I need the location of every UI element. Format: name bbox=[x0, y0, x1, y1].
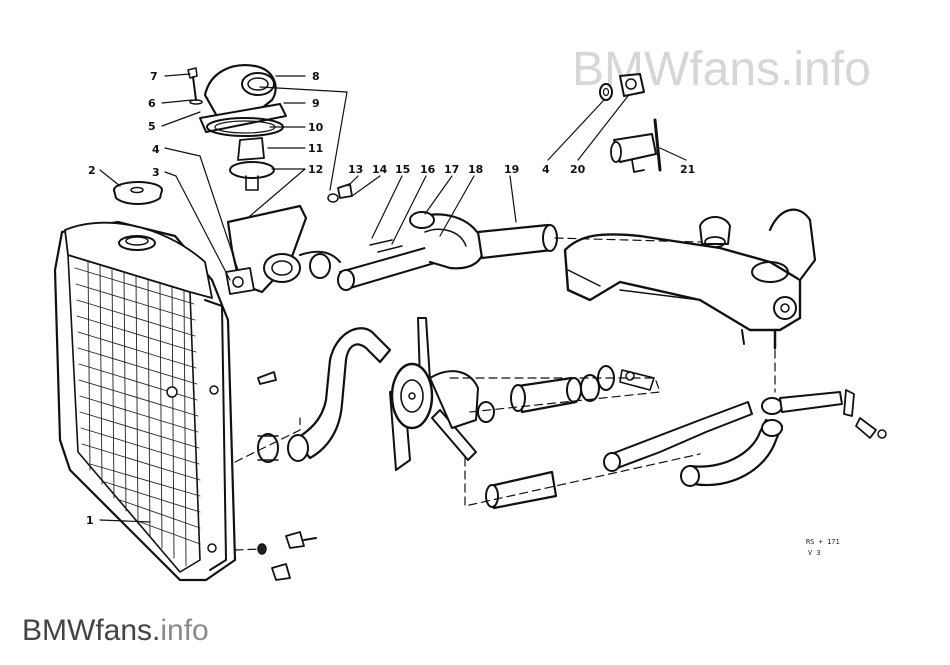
bolt-7 bbox=[187, 67, 203, 105]
callout-19: 19 bbox=[504, 163, 519, 176]
bypass-hose bbox=[510, 365, 655, 414]
callout-3: 3 bbox=[152, 166, 160, 179]
fan-and-pump bbox=[389, 317, 495, 471]
callout-21: 21 bbox=[680, 163, 695, 176]
radiator-cap bbox=[113, 181, 163, 205]
callout-17: 17 bbox=[444, 163, 459, 176]
loose-bolts bbox=[257, 371, 887, 581]
callout-4-right: 4 bbox=[542, 163, 550, 176]
callout-5: 5 bbox=[148, 120, 156, 133]
callout-9: 9 bbox=[312, 97, 320, 110]
assembly-lines bbox=[234, 237, 776, 551]
callout-6: 6 bbox=[148, 97, 156, 110]
callout-18: 18 bbox=[468, 163, 483, 176]
lower-hose-left bbox=[257, 327, 392, 463]
callout-8: 8 bbox=[312, 70, 320, 83]
nut-20 bbox=[619, 73, 645, 97]
callout-2: 2 bbox=[88, 164, 96, 177]
callout-7: 7 bbox=[150, 70, 158, 83]
callout-1: 1 bbox=[86, 514, 94, 527]
drain-cock bbox=[610, 118, 662, 173]
water-manifold bbox=[563, 208, 817, 350]
callout-20: 20 bbox=[570, 163, 586, 176]
clamp-13-14 bbox=[327, 183, 353, 203]
watermark-bottom: BMWfans.info bbox=[22, 614, 209, 648]
callout-15: 15 bbox=[395, 163, 410, 176]
watermark-bottom-suffix: info bbox=[160, 614, 209, 647]
callout-16: 16 bbox=[420, 163, 436, 176]
watermark-bottom-brand: BMWfans. bbox=[22, 614, 161, 647]
callout-14: 14 bbox=[372, 163, 388, 176]
leader-lines bbox=[99, 73, 687, 523]
callout-4: 4 bbox=[152, 143, 160, 156]
lower-hose-right bbox=[485, 389, 855, 510]
radiator bbox=[53, 220, 237, 582]
upper-hoses bbox=[299, 211, 558, 291]
stamp-line-1: RS + 171 bbox=[806, 538, 840, 546]
thermostat-housing bbox=[199, 64, 308, 295]
stamp-line-2: V 3 bbox=[808, 549, 821, 557]
callout-12: 12 bbox=[308, 163, 323, 176]
callout-11: 11 bbox=[308, 142, 323, 155]
callout-numbers: 7 6 5 4 3 2 1 8 9 10 11 12 13 14 15 16 1… bbox=[86, 70, 695, 527]
callout-10: 10 bbox=[308, 121, 324, 134]
washer-4-right bbox=[599, 83, 613, 101]
callout-13: 13 bbox=[348, 163, 363, 176]
